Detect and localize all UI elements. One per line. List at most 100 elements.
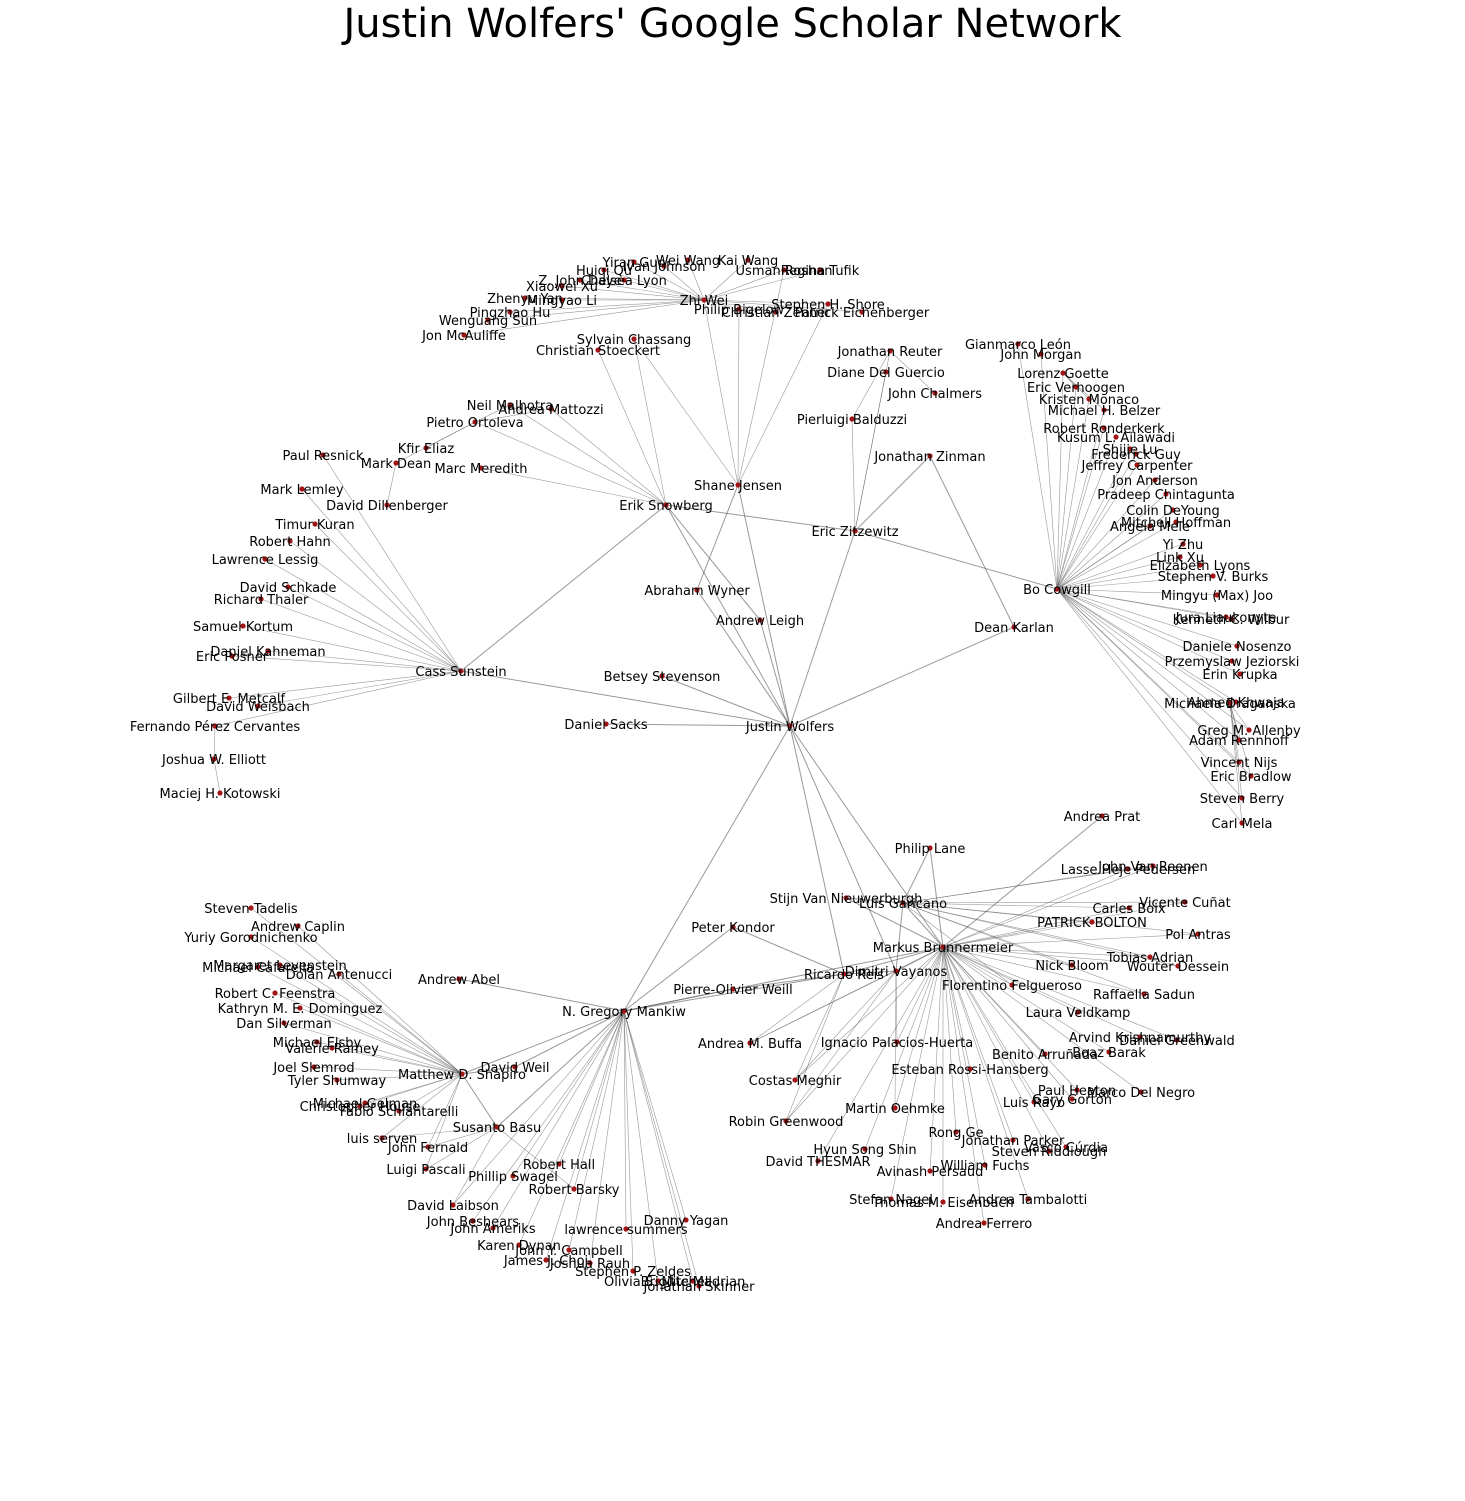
edge	[817, 946, 944, 1162]
node	[940, 1199, 946, 1205]
edge	[1056, 588, 1233, 662]
node	[630, 1268, 636, 1274]
node-label: Kathryn M. E. Dominguez	[218, 1002, 383, 1017]
edge	[737, 269, 785, 486]
node	[601, 267, 607, 273]
node	[458, 668, 464, 674]
node	[1101, 425, 1107, 431]
edge	[460, 504, 667, 672]
node-label: N. Gregory Mankiw	[562, 1005, 686, 1020]
node-label: Ivan Johnson	[622, 260, 705, 275]
node-label: Rong Ge	[928, 1126, 983, 1141]
edge	[474, 421, 667, 506]
node-label: David Schkade	[240, 581, 337, 596]
edge	[665, 504, 791, 727]
node	[883, 369, 889, 375]
edge	[623, 1010, 700, 1287]
node	[859, 309, 865, 315]
node	[281, 1020, 287, 1026]
node-label: Thomas M. Eisenbach	[871, 1196, 1014, 1211]
node-label: Robert Barsky	[529, 1183, 620, 1198]
node-label: Sylvain Chassang	[577, 333, 692, 348]
node	[1099, 813, 1105, 819]
edge	[1056, 493, 1167, 590]
edge	[427, 1126, 498, 1148]
node	[1228, 616, 1234, 622]
node-label: Paul Resnick	[283, 449, 364, 464]
node	[265, 648, 271, 654]
edge	[381, 1073, 463, 1139]
node-label: Andrea Tambalotti	[969, 1193, 1088, 1208]
node-label: Jura Liaukonyte	[1175, 611, 1277, 626]
node	[577, 277, 583, 283]
node	[1227, 700, 1233, 706]
edge	[759, 619, 791, 727]
edge	[843, 970, 897, 975]
edge	[589, 1010, 625, 1264]
node-label: Raffaella Sadun	[1093, 988, 1195, 1003]
node-label: Luis Garicano	[859, 897, 947, 912]
node-label: Pietro Ortoleva	[426, 416, 523, 431]
edge	[929, 455, 1015, 628]
edge	[274, 992, 463, 1075]
node-label: James J. Choi	[503, 1254, 588, 1269]
node	[425, 1144, 431, 1150]
node-label: Andrew Caplin	[251, 920, 345, 935]
edge	[1056, 588, 1250, 731]
node	[1054, 586, 1060, 592]
node-label: John Van Reenen	[1097, 860, 1208, 875]
node-label: Susanto Basu	[453, 1121, 542, 1136]
edge	[633, 338, 739, 486]
edge	[902, 902, 1151, 958]
node	[470, 1218, 476, 1224]
edge	[942, 946, 1110, 1053]
node-label: Christian Zenner	[722, 306, 831, 321]
edge	[545, 1010, 625, 1261]
node-label: John Y. Campbell	[514, 1244, 622, 1259]
edge	[509, 404, 667, 506]
node-label: John Chalmers	[887, 387, 982, 402]
node-label: Eric Posner	[196, 650, 269, 665]
edge	[749, 973, 845, 1044]
node-label: Shijie Lu	[1103, 443, 1158, 458]
node-label: Vincent Nijs	[1201, 756, 1278, 771]
node	[1210, 573, 1216, 579]
edge	[623, 1010, 634, 1272]
edge	[509, 299, 705, 313]
node	[1009, 982, 1015, 988]
node-label: Joshua Rauh	[549, 1257, 630, 1272]
node	[953, 1129, 959, 1135]
edge	[929, 946, 944, 1172]
node-label: John Morgan	[999, 348, 1081, 363]
node-label: Steven Tadelis	[204, 902, 298, 917]
node	[490, 1225, 496, 1231]
node	[1089, 919, 1095, 925]
node-label: Usman Roshan	[736, 264, 833, 279]
node-label: Betsey Stevenson	[604, 670, 721, 685]
node	[773, 309, 779, 315]
node	[393, 460, 399, 466]
edge	[843, 946, 944, 975]
node-label: Frederick Guy	[1091, 448, 1181, 463]
node-label: David Weil	[481, 1061, 550, 1076]
edge	[472, 1010, 625, 1222]
node	[1015, 341, 1021, 347]
node	[1237, 671, 1243, 677]
edge	[732, 926, 845, 975]
node-label: Daniele Nosenzo	[1182, 640, 1291, 655]
node-label: PATRICK BOLTON	[1037, 916, 1147, 931]
node-label: Mark Lemley	[260, 483, 343, 498]
node-label: Dean Karlan	[974, 621, 1054, 636]
edge	[942, 946, 1029, 1200]
node	[1170, 507, 1176, 513]
edge	[942, 946, 1145, 995]
node	[423, 445, 429, 451]
node-label: Erin Krupka	[1202, 668, 1277, 683]
edge	[267, 650, 462, 672]
node-label: Jonathan Parker	[961, 1134, 1065, 1149]
node	[1239, 795, 1245, 801]
node	[1101, 407, 1107, 413]
edge	[231, 655, 462, 672]
edge	[929, 847, 944, 948]
edge	[289, 540, 462, 672]
